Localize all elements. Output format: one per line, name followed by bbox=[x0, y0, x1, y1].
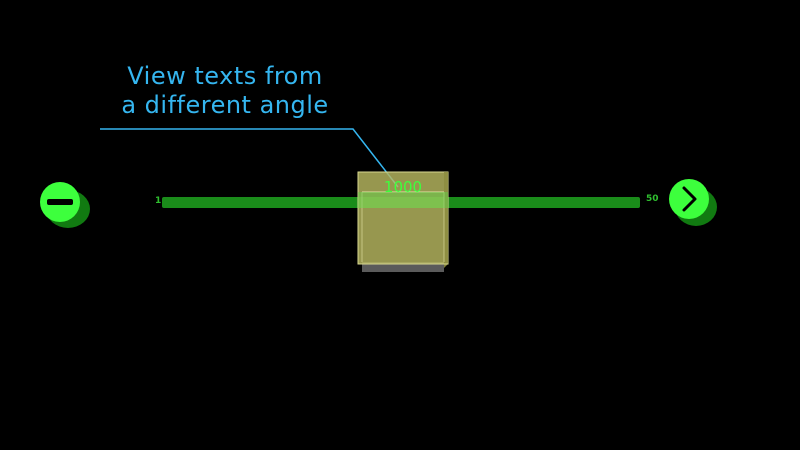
hint-text-line-1: View texts from bbox=[127, 62, 323, 90]
value-box[interactable] bbox=[357, 171, 449, 272]
minus-icon bbox=[47, 199, 73, 205]
minus-button[interactable] bbox=[40, 182, 90, 228]
slider-value-display: 1000 bbox=[383, 178, 423, 196]
value-box-shadow bbox=[362, 262, 444, 272]
value-box-track-overlay bbox=[358, 192, 448, 208]
slider-min-label: 1 bbox=[155, 196, 162, 206]
minus-button-hitarea[interactable] bbox=[40, 183, 84, 227]
hint-text-line-2: a different angle bbox=[121, 91, 329, 119]
next-button-face bbox=[669, 179, 709, 219]
next-button[interactable] bbox=[669, 179, 717, 226]
callout-leader-line bbox=[100, 128, 399, 188]
value-box-right-face bbox=[444, 172, 448, 268]
chevron-right-icon bbox=[682, 186, 697, 212]
slider-max-label: 50 bbox=[646, 194, 659, 204]
next-button-hitarea[interactable] bbox=[669, 180, 713, 224]
